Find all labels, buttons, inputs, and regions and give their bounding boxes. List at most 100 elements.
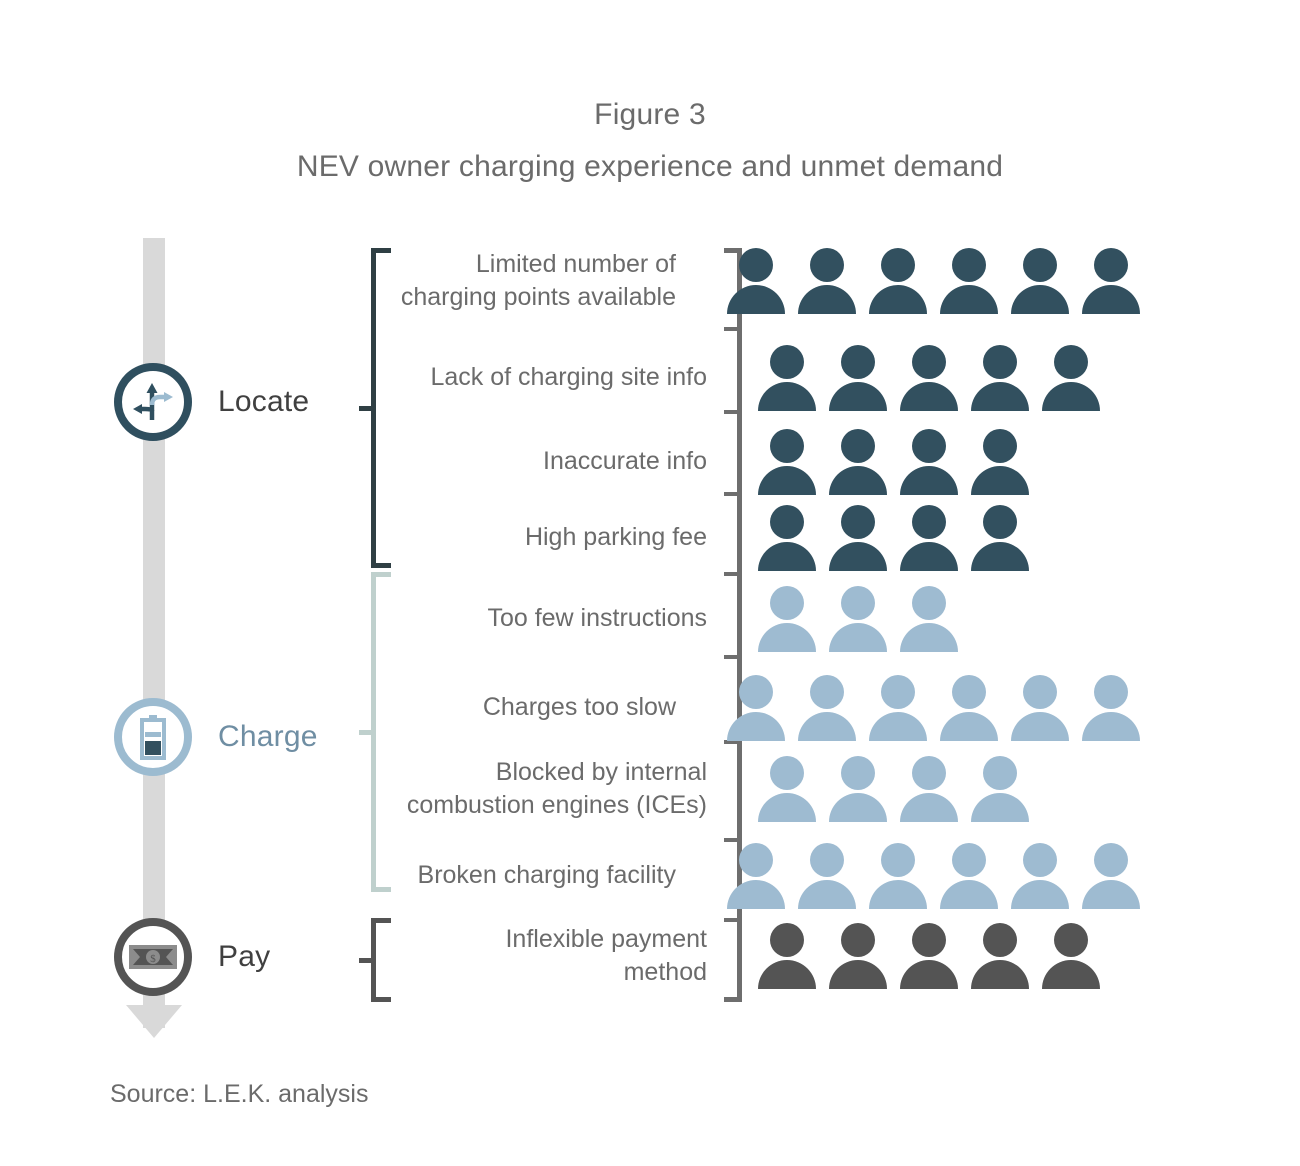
person-body bbox=[971, 382, 1029, 411]
pictogram-row: Too few instructions bbox=[390, 586, 1150, 652]
person-icon bbox=[897, 923, 968, 990]
person-icon bbox=[866, 675, 937, 741]
person-icon bbox=[724, 843, 795, 909]
person-icon bbox=[795, 843, 866, 909]
stage-label-charge: Charge bbox=[218, 720, 318, 753]
person-head bbox=[1094, 843, 1128, 877]
person-body bbox=[829, 466, 887, 495]
person-icon bbox=[826, 345, 897, 411]
person-icon bbox=[897, 586, 968, 652]
person-icon bbox=[1039, 345, 1110, 411]
person-body bbox=[940, 880, 998, 909]
person-icon bbox=[826, 756, 897, 823]
row-label-line: Inflexible payment bbox=[505, 925, 707, 953]
person-body bbox=[900, 793, 958, 823]
row-label-line: Limited number of bbox=[475, 250, 676, 278]
bracket-pay bbox=[359, 918, 391, 1002]
person-icon bbox=[968, 345, 1039, 411]
person-icon bbox=[937, 248, 1008, 315]
person-icon bbox=[795, 675, 866, 741]
bracket-tick bbox=[359, 406, 376, 411]
row-icon-group bbox=[755, 756, 1039, 823]
row-icon-group bbox=[755, 429, 1039, 495]
person-body bbox=[829, 382, 887, 411]
person-body bbox=[829, 623, 887, 652]
person-head bbox=[841, 923, 875, 958]
bracket-charge bbox=[359, 572, 391, 892]
person-icon bbox=[1008, 843, 1079, 909]
row-divider-tick bbox=[724, 572, 742, 576]
person-body bbox=[900, 382, 958, 411]
person-icon bbox=[826, 505, 897, 571]
person-body bbox=[940, 712, 998, 741]
person-head bbox=[739, 248, 773, 283]
stage-marker-charge[interactable]: Charge bbox=[114, 698, 318, 776]
person-head bbox=[912, 756, 946, 791]
battery-icon bbox=[140, 715, 166, 760]
person-icon bbox=[795, 248, 866, 315]
person-icon bbox=[897, 505, 968, 571]
person-icon bbox=[826, 923, 897, 990]
person-body bbox=[1011, 712, 1069, 741]
person-head bbox=[912, 345, 946, 379]
person-head bbox=[739, 843, 773, 877]
pictogram-row: Broken charging facility bbox=[390, 843, 1150, 909]
bracket-tick bbox=[359, 730, 376, 735]
person-body bbox=[971, 466, 1029, 495]
person-head bbox=[770, 586, 804, 620]
person-icon bbox=[755, 756, 826, 823]
person-body bbox=[1042, 960, 1100, 990]
person-body bbox=[829, 960, 887, 990]
row-divider-tick bbox=[724, 740, 742, 744]
person-body bbox=[727, 880, 785, 909]
charge-circle bbox=[114, 698, 192, 776]
person-head bbox=[952, 843, 986, 877]
person-body bbox=[940, 285, 998, 315]
person-body bbox=[900, 542, 958, 571]
person-icon bbox=[968, 923, 1039, 990]
person-body bbox=[1082, 712, 1140, 741]
person-head bbox=[810, 675, 844, 709]
person-head bbox=[1094, 248, 1128, 283]
row-icon-group bbox=[755, 345, 1110, 411]
stage-marker-pay[interactable]: $ Pay bbox=[114, 918, 270, 996]
person-head bbox=[841, 505, 875, 539]
banknote-icon: $ bbox=[129, 945, 177, 969]
person-body bbox=[758, 960, 816, 990]
pay-circle: $ bbox=[114, 918, 192, 996]
stage-marker-locate[interactable]: Locate bbox=[114, 363, 309, 441]
person-head bbox=[881, 675, 915, 709]
person-body bbox=[758, 623, 816, 652]
row-label: Inflexible payment method bbox=[390, 923, 725, 990]
person-head bbox=[739, 675, 773, 709]
row-label-line: method bbox=[623, 958, 707, 987]
person-head bbox=[841, 345, 875, 379]
person-body bbox=[798, 880, 856, 909]
row-label-line: Blocked by internal bbox=[495, 758, 707, 786]
person-head bbox=[1094, 675, 1128, 709]
person-icon bbox=[755, 429, 826, 495]
person-icon bbox=[1008, 248, 1079, 315]
row-label: High parking fee bbox=[524, 523, 707, 552]
person-icon bbox=[826, 586, 897, 652]
person-body bbox=[727, 712, 785, 741]
person-head bbox=[881, 843, 915, 877]
row-divider-tick bbox=[724, 918, 742, 922]
pictogram-row: Lack of charging site info bbox=[390, 345, 1150, 411]
person-head bbox=[770, 756, 804, 791]
person-head bbox=[881, 248, 915, 283]
row-bracket bbox=[724, 248, 742, 1002]
stage-label-pay: Pay bbox=[218, 940, 271, 973]
person-icon bbox=[1079, 843, 1150, 909]
person-icon bbox=[866, 248, 937, 315]
person-body bbox=[1042, 382, 1100, 411]
person-head bbox=[1023, 675, 1057, 709]
person-body bbox=[869, 285, 927, 315]
directions-arrows-icon bbox=[133, 383, 173, 420]
row-label: Too few instructions bbox=[487, 604, 707, 633]
person-body bbox=[829, 793, 887, 823]
row-label: Charges too slow bbox=[482, 693, 676, 722]
person-icon bbox=[1039, 923, 1110, 990]
person-body bbox=[798, 285, 856, 315]
row-divider-tick bbox=[724, 410, 742, 414]
